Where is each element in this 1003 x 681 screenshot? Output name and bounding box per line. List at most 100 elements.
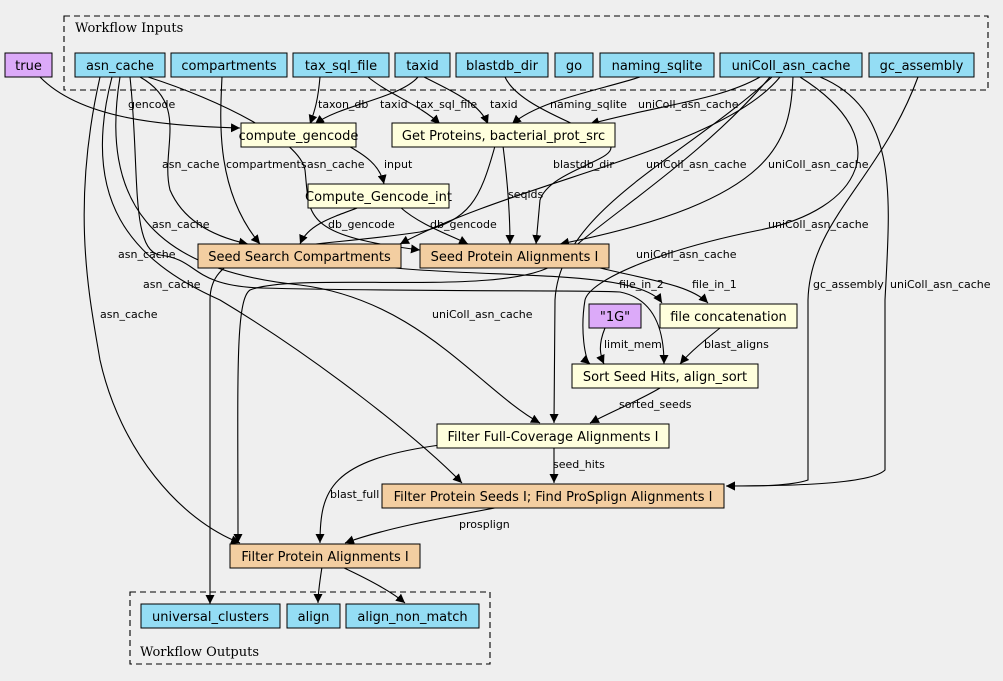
node-output-align-non-match[interactable]: align_non_match: [345, 603, 480, 629]
edge-unicoll-filter-seeds: [725, 76, 889, 491]
edge-taxsql-get-proteins: [367, 76, 441, 125]
node-input-tax-sql-file-label: tax_sql_file: [305, 59, 377, 74]
workflow-inputs-cluster: Workflow Inputs: [63, 15, 989, 91]
edge-fileconcat-sort-seed: [679, 327, 721, 365]
node-output-universal-clusters-label: universal_clusters: [152, 610, 269, 625]
edge-taxid-compute-gencode: [314, 76, 419, 125]
edge-label-unicoll-2: uniColl_asn_cache: [646, 158, 747, 171]
edge-gencodeint-seed-protein: [399, 206, 469, 245]
node-input-go-label: go: [566, 59, 582, 74]
node-sort-seed-hits[interactable]: Sort Seed Hits, align_sort: [571, 363, 759, 389]
node-input-taxid[interactable]: taxid: [394, 52, 451, 78]
node-compute-gencode-int[interactable]: Compute_Gencode_int: [305, 183, 452, 209]
edge-label-db-gencode-1: db_gencode: [328, 218, 395, 231]
node-seed-protein-alignments[interactable]: Seed Protein Alignments I: [419, 243, 610, 269]
node-input-naming-sqlite[interactable]: naming_sqlite: [599, 52, 715, 78]
edge-label-compartments: compartments: [226, 158, 307, 171]
node-input-gc-assembly[interactable]: gc_assembly: [868, 52, 975, 78]
edge-true-compute-gencode: [39, 76, 241, 133]
node-compute-gencode[interactable]: compute_gencode: [239, 122, 359, 148]
node-input-unicoll-asn-cache[interactable]: uniColl_asn_cache: [719, 52, 863, 78]
node-seed-protein-alignments-label: Seed Protein Alignments I: [431, 250, 599, 265]
node-filter-full-coverage-label: Filter Full-Coverage Alignments I: [447, 430, 658, 445]
node-get-proteins-label: Get Proteins, bacterial_prot_src: [402, 129, 605, 144]
edge-asncache-filter-align: [83, 76, 241, 544]
edge-label-file-in-2: file_in_2: [619, 278, 664, 291]
edge-label-prosplign: prosplign: [459, 518, 510, 531]
node-input-naming-sqlite-label: naming_sqlite: [612, 59, 703, 74]
node-sort-seed-hits-label: Sort Seed Hits, align_sort: [583, 370, 747, 385]
node-filter-protein-alignments[interactable]: Filter Protein Alignments I: [229, 543, 421, 569]
edge-label-tax-sql-file: tax_sql_file: [416, 98, 477, 111]
node-seed-search-compartments[interactable]: Seed Search Compartments: [197, 243, 402, 269]
node-true-default-label: true: [15, 59, 42, 74]
edge-gencodeint-seed-search: [299, 206, 361, 245]
node-input-blastdb-dir-label: blastdb_dir: [466, 59, 539, 74]
node-file-concatenation[interactable]: file concatenation: [659, 303, 798, 329]
edge-label-naming-sqlite: naming_sqlite: [550, 98, 627, 111]
edge-label-taxid-1: taxid: [380, 98, 408, 111]
edge-taxid-get-proteins: [423, 76, 489, 125]
edge-filterfull-filter-align: [315, 444, 441, 544]
node-input-asn-cache-label: asn_cache: [86, 59, 154, 74]
edge-label-blast-full: blast_full: [330, 488, 379, 501]
edge-unicoll-filter-full: [549, 76, 773, 424]
edge-asncache-sort-seed: [129, 76, 669, 365]
nodes: true "1G" asn_cache compartments tax_sql…: [4, 52, 975, 629]
edge-filteralign-align-non-match: [341, 566, 406, 604]
node-input-blastdb-dir[interactable]: blastdb_dir: [455, 52, 549, 78]
node-output-align[interactable]: align: [286, 603, 341, 629]
node-output-universal-clusters[interactable]: universal_clusters: [140, 603, 281, 629]
edge-label-unicoll-6: uniColl_asn_cache: [890, 278, 991, 291]
node-file-concatenation-label: file concatenation: [670, 310, 787, 325]
node-filter-protein-seeds-label: Filter Protein Seeds I; Find ProSplign A…: [394, 490, 713, 505]
edge-asncache-seed-search: [139, 76, 249, 247]
edge-unicoll-get-proteins: [589, 76, 761, 126]
edge-seedprotein-fileconcat: [599, 267, 709, 304]
node-input-tax-sql-file[interactable]: tax_sql_file: [292, 52, 390, 78]
node-input-unicoll-asn-cache-label: uniColl_asn_cache: [732, 59, 851, 74]
node-compute-gencode-label: compute_gencode: [239, 129, 359, 144]
edge-label-sorted-seeds: sorted_seeds: [619, 398, 692, 411]
edge-label-taxid-2: taxid: [490, 98, 518, 111]
node-filter-protein-alignments-label: Filter Protein Alignments I: [241, 550, 408, 565]
edge-label-unicoll-1: uniColl_asn_cache: [638, 98, 739, 111]
node-true-default[interactable]: true: [4, 52, 53, 78]
edge-label-unicoll-3: uniColl_asn_cache: [768, 158, 869, 171]
edge-label-gencode: gencode: [128, 98, 175, 111]
node-1g-default-label: "1G": [600, 310, 630, 325]
node-input-asn-cache[interactable]: asn_cache: [74, 52, 166, 78]
node-compute-gencode-int-label: Compute_Gencode_int: [305, 190, 452, 205]
edge-label-gc-assembly: gc_assembly: [813, 278, 884, 291]
node-output-align-non-match-label: align_non_match: [357, 610, 467, 625]
edge-unicoll-seed-protein: [559, 76, 794, 247]
edge-label-db-gencode-2: db_gencode: [430, 218, 497, 231]
edge-label-asn-cache-5: asn_cache: [143, 278, 201, 291]
node-input-taxid-label: taxid: [406, 59, 439, 74]
edges: [39, 76, 919, 604]
edge-label-asn-cache-1: asn_cache: [162, 158, 220, 171]
edge-compartments-seed-search: [220, 76, 261, 245]
edge-asncache-seed-protein: [147, 76, 421, 254]
edge-labels: gencode taxon_db taxid tax_sql_file taxi…: [100, 98, 991, 531]
edge-taxsql-compute-gencode: [308, 76, 321, 125]
edge-filteralign-align: [313, 566, 323, 604]
edge-label-seqids: seqids: [508, 188, 544, 201]
node-1g-default[interactable]: "1G": [588, 303, 642, 329]
node-filter-full-coverage[interactable]: Filter Full-Coverage Alignments I: [436, 423, 670, 449]
node-filter-protein-seeds[interactable]: Filter Protein Seeds I; Find ProSplign A…: [381, 483, 725, 509]
node-input-go[interactable]: go: [554, 52, 594, 78]
edge-label-unicoll-5: uniColl_asn_cache: [636, 248, 737, 261]
edge-label-asn-cache-2: asn_cache: [307, 158, 365, 171]
node-output-align-label: align: [298, 610, 330, 625]
edge-label-unicoll-4: uniColl_asn_cache: [768, 218, 869, 231]
edge-sortseed-filter-full: [589, 387, 661, 424]
node-input-compartments[interactable]: compartments: [170, 52, 288, 78]
edge-label-file-in-1: file_in_1: [692, 278, 737, 291]
edge-naming-get-proteins: [511, 76, 641, 125]
edge-label-input: input: [384, 158, 413, 171]
edge-unicoll-sort-seed: [580, 76, 859, 365]
node-get-proteins[interactable]: Get Proteins, bacterial_prot_src: [391, 122, 616, 148]
node-seed-search-compartments-label: Seed Search Compartments: [208, 250, 391, 265]
edge-label-blastdb-dir: blastdb_dir: [553, 158, 614, 171]
